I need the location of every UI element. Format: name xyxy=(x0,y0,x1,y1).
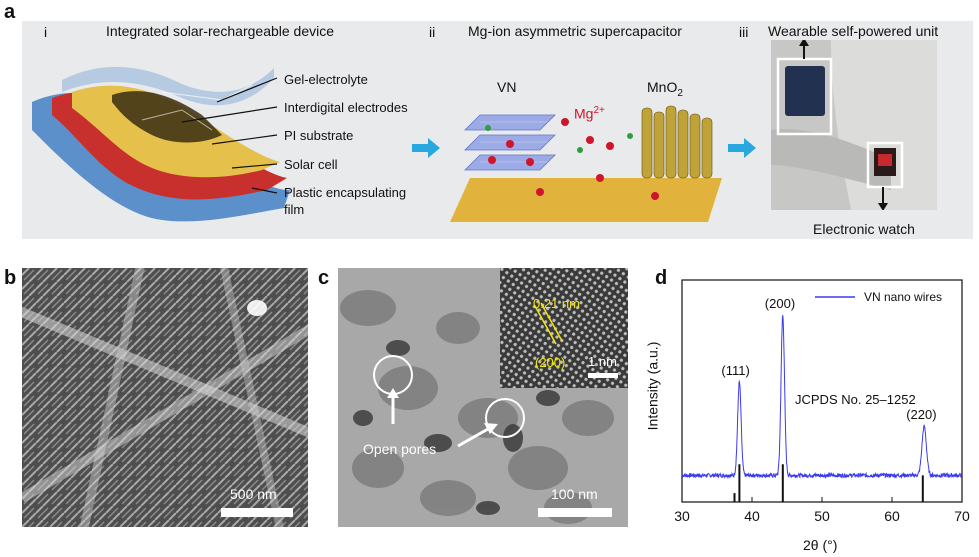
subpanel-i-title: Integrated solar-rechargeable device xyxy=(106,23,335,39)
peak-label: (111) xyxy=(721,362,750,378)
peak-label: (220) xyxy=(906,407,937,423)
y-axis-label: Intensity (a.u.) xyxy=(644,341,661,431)
layer-label-solar: Solar cell xyxy=(284,157,338,172)
vn-label: VN xyxy=(497,79,517,95)
device-layers-illustration xyxy=(32,66,290,222)
x-tick-label: 60 xyxy=(884,508,900,524)
mg-ion-label: Mg2+ xyxy=(574,105,605,122)
inset-scale-bar xyxy=(588,373,618,378)
inset-plane: (200) xyxy=(535,355,566,370)
xrd-chart xyxy=(681,279,963,503)
panel-a-letter: a xyxy=(4,1,16,23)
x-tick-label: 50 xyxy=(814,508,830,524)
subpanel-iii-title: Wearable self-powered unit xyxy=(768,23,939,39)
tem-image xyxy=(338,268,628,527)
layer-label-film-2: film xyxy=(284,202,305,217)
legend-label: VN nano wires xyxy=(864,290,943,304)
series-line-vn xyxy=(681,315,963,480)
peak-label: (200) xyxy=(764,296,796,312)
scale-bar-b xyxy=(221,508,293,517)
subpanel-iii-numeral: iii xyxy=(739,24,749,40)
mno2-label: MnO2 xyxy=(647,79,683,99)
x-tick-label: 30 xyxy=(674,508,690,524)
inset-scale-label: 1 nm xyxy=(588,354,617,369)
arrow-right-icon xyxy=(412,138,440,158)
scale-bar-c xyxy=(538,508,612,517)
layer-label-film-1: Plastic encapsulating xyxy=(284,185,407,200)
inset-d-spacing: 0.21 nm xyxy=(533,296,580,311)
x-tick-label: 70 xyxy=(954,508,970,524)
panel-d-letter: d xyxy=(655,267,668,289)
electronic-watch-label: Electronic watch xyxy=(813,221,915,237)
open-pores-label: Open pores xyxy=(363,441,437,457)
scale-label-c: 100 nm xyxy=(551,486,598,502)
x-axis-label: 2θ (°) xyxy=(803,537,838,553)
layer-label-pi: PI substrate xyxy=(284,128,354,143)
x-tick-label: 40 xyxy=(744,508,760,524)
panel-b-letter: b xyxy=(4,267,17,289)
supercapacitor-illustration xyxy=(450,105,722,222)
layer-label-electrodes: Interdigital electrodes xyxy=(284,100,408,115)
panel-c-letter: c xyxy=(318,267,330,289)
arrow-right-icon xyxy=(728,138,756,158)
sem-image xyxy=(22,268,308,527)
reference-label: JCPDS No. 25–1252 xyxy=(795,392,916,407)
subpanel-i-numeral: i xyxy=(44,24,48,40)
layer-label-gel: Gel-electrolyte xyxy=(284,72,368,87)
scale-label-b: 500 nm xyxy=(230,486,277,502)
subpanel-ii-numeral: ii xyxy=(429,24,436,40)
subpanel-ii-title: Mg-ion asymmetric supercapacitor xyxy=(468,23,682,39)
wearable-photo xyxy=(771,40,937,210)
